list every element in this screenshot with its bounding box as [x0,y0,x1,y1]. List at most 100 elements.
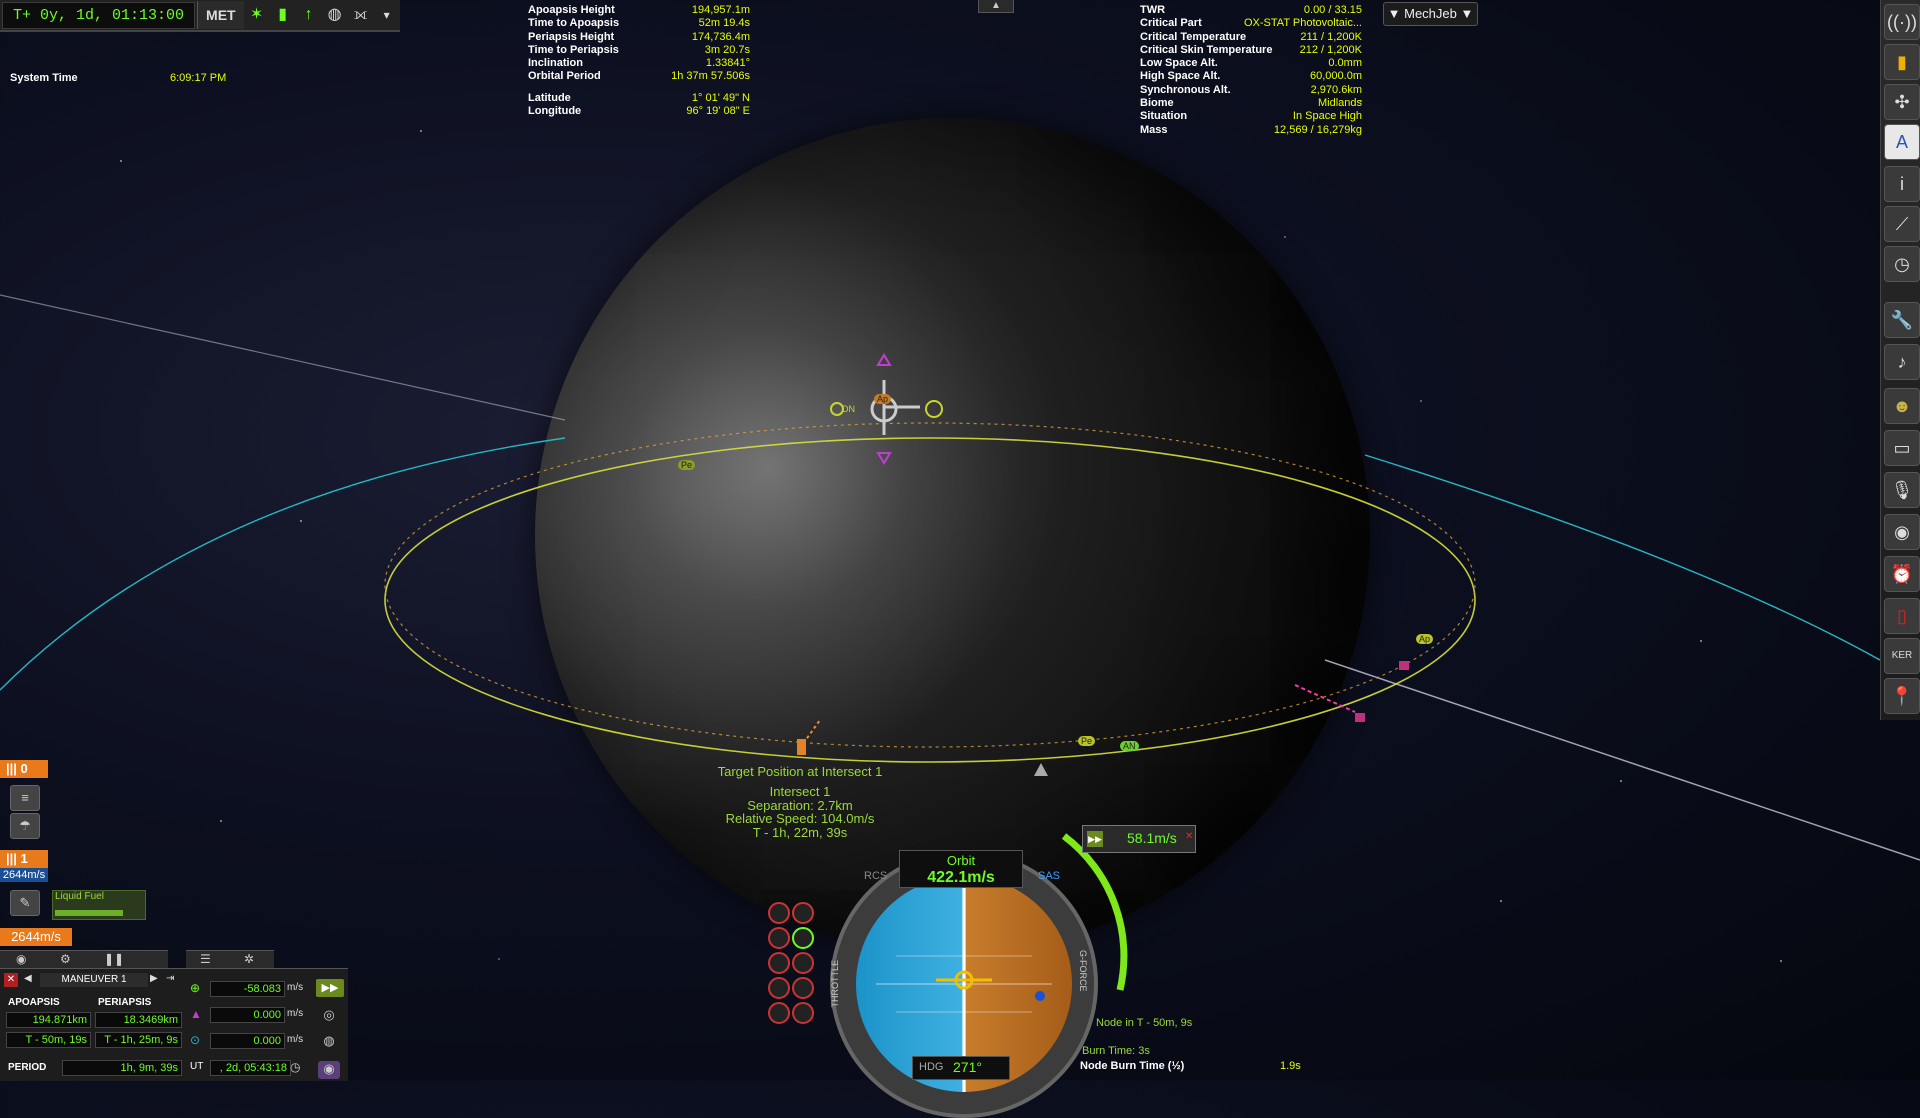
focus-icon[interactable]: ◎ [323,1007,335,1022]
telemetry-icon[interactable]: ⟋ [1884,206,1920,242]
top-center-toggle-icon[interactable]: ▲ [978,0,1014,13]
met-toggle-button[interactable]: MET [197,1,244,29]
target-apoapsis-marker[interactable]: Ap [874,394,892,404]
ut-label: UT [190,1061,204,1072]
sas-indicator[interactable]: SAS [1038,870,1061,882]
gforce-label: G-FORCE [1078,950,1088,992]
ascending-node-marker[interactable]: AN [1120,741,1139,751]
sas-prograde-icon[interactable] [768,927,790,949]
map-pin-icon[interactable]: 📍 [1884,678,1920,714]
maneuver-period: 1h, 9m, 39s [62,1060,182,1076]
microphone-icon[interactable]: 🎙 [1884,472,1920,508]
commnet-icon[interactable]: ((·)) [1884,4,1920,40]
rcs-indicator[interactable]: RCS [864,870,888,882]
navball[interactable] [856,876,1072,1092]
throttle-label: THROTTLE [830,960,840,1008]
prev-node-icon[interactable]: ◀ [24,973,32,984]
sas-antinormal-icon[interactable] [792,952,814,974]
stage-0-tab[interactable]: ||| 0 [0,760,48,778]
ker-icon[interactable]: KER [1884,638,1920,674]
mechjeb-menu-button[interactable]: ▼ MechJeb ▼ [1383,2,1478,26]
critical-temperature-value: 211 / 1,200K [1300,30,1362,43]
kerbal-alarm-icon[interactable]: A [1884,124,1920,160]
kerbal-icon[interactable]: ☻ [1884,388,1920,424]
sound-icon[interactable]: ♪ [1884,344,1920,380]
apoapsis-label: APOAPSIS [8,997,60,1008]
parachute-icon[interactable]: ☂ [10,813,40,839]
resources-icon[interactable]: ▮ [1884,44,1920,80]
descending-node-marker[interactable]: DN [842,404,855,414]
normal-input[interactable]: 0.000 [210,1007,285,1023]
camera-icon[interactable]: ◉ [1884,514,1920,550]
prograde-icon: ⊕ [190,981,201,995]
node-delta-v-display[interactable]: ▶▶ 58.1m/s ✕ [1082,825,1196,853]
orbit-icon[interactable]: ◍ [323,1033,335,1048]
liquid-fuel-bar [55,910,123,916]
heading-value: 271° [953,1059,982,1075]
stage-1-tab[interactable]: ||| 1 [0,850,48,868]
sas-normal-icon[interactable] [768,952,790,974]
clock-icon[interactable]: ◷ [1884,246,1920,282]
orbital-period-value: 1h 37m 57.506s [671,70,750,83]
apoapsis-marker[interactable]: Ap [1416,634,1434,644]
periapsis-label: PERIAPSIS [98,997,152,1008]
situation-label: Situation [1140,110,1188,123]
critical-temperature-label: Critical Temperature [1140,30,1247,43]
periapsis-height-value: 174,736.4m [691,30,750,43]
next-node-icon[interactable]: ▶ [150,973,158,984]
stage-part-icon[interactable]: ≡ [10,785,40,811]
wrench-icon[interactable]: 🔧 [1884,302,1920,338]
speed-display[interactable]: Orbit 422.1m/s [899,850,1023,888]
maneuver-ut[interactable]: , 2d, 05:43:18 [210,1060,291,1076]
science-icon[interactable]: ▯ [1884,598,1920,634]
warp-to-node-icon[interactable]: ▶▶ [316,979,344,997]
alarm-clock-icon[interactable]: ⏰ [1884,556,1920,592]
sas-retrograde-icon[interactable] [792,927,814,949]
met-time[interactable]: T+ 0y, 1d, 01:13:00 [2,1,196,29]
orbital-period-label: Orbital Period [528,70,601,83]
periapsis-marker[interactable]: Pe [678,460,696,470]
sas-radial-in-icon[interactable] [768,977,790,999]
close-node-icon[interactable]: ✕ [1185,831,1194,842]
node-burn-time-label: Node Burn Time (½) [1080,1060,1185,1072]
ut-clock-icon[interactable]: ◷ [290,1060,301,1074]
radial-unit: m/s [287,1034,304,1045]
speed-mode: Orbit [946,853,976,868]
list-tab-icon[interactable]: ☰ [200,952,211,966]
sas-target-icon[interactable] [768,1002,790,1024]
vehicle-icon[interactable]: ▭ [1884,430,1920,466]
info-icon[interactable]: i [1884,166,1920,202]
sas-maneuver-icon[interactable] [792,902,814,924]
periapsis-marker-2[interactable]: Pe [1078,736,1096,746]
maneuver-periapsis: 18.3469km [95,1012,182,1028]
radial-input[interactable]: 0.000 [210,1033,285,1049]
maneuver-node-tab-icon[interactable]: ◉ [16,952,27,966]
display-tabs: ☰ ✲ [186,950,274,969]
eye-icon[interactable]: ◉ [318,1061,340,1079]
heading-display: HDG 271° [912,1056,1010,1080]
sas-radial-out-icon[interactable] [792,977,814,999]
biome-label: Biome [1140,97,1174,110]
normal-unit: m/s [287,1008,304,1019]
warp-icon[interactable]: ▶▶ [1087,831,1103,847]
met-bar: T+ 0y, 1d, 01:13:00 MET ✶ ▮ ↑ ◍ ⟗ ▾ [0,0,400,32]
delete-node-icon[interactable]: ✕ [4,973,18,987]
engine-icon[interactable]: ✎ [10,890,40,916]
settings-tab-icon[interactable]: ⚙ [60,952,71,966]
network-icon[interactable]: ⟗ [353,6,368,23]
maneuver-name[interactable]: MANEUVER 1 [40,973,148,987]
prograde-input[interactable]: -58.083 [210,981,285,997]
sas-anti-target-icon[interactable] [792,1002,814,1024]
sas-stability-icon[interactable] [768,902,790,924]
heading-label: HDG [919,1061,944,1073]
intersect-relative-speed: Relative Speed: 104.0m/s [725,811,875,826]
prograde-unit: m/s [287,982,304,993]
maneuver-apoapsis-time: T - 50m, 19s [6,1032,91,1048]
maneuver-tools-icon[interactable]: ✣ [1884,84,1920,120]
dropdown-chevron-icon[interactable]: ▾ [383,8,390,22]
pause-tab-icon[interactable]: ❚❚ [104,952,125,966]
planet-focus-icon[interactable]: ◍ [327,6,342,23]
node-delta-v-value: 58.1m/s [1127,830,1177,846]
gear-tab-icon[interactable]: ✲ [244,952,255,966]
last-node-icon[interactable]: ⇥ [166,973,175,984]
